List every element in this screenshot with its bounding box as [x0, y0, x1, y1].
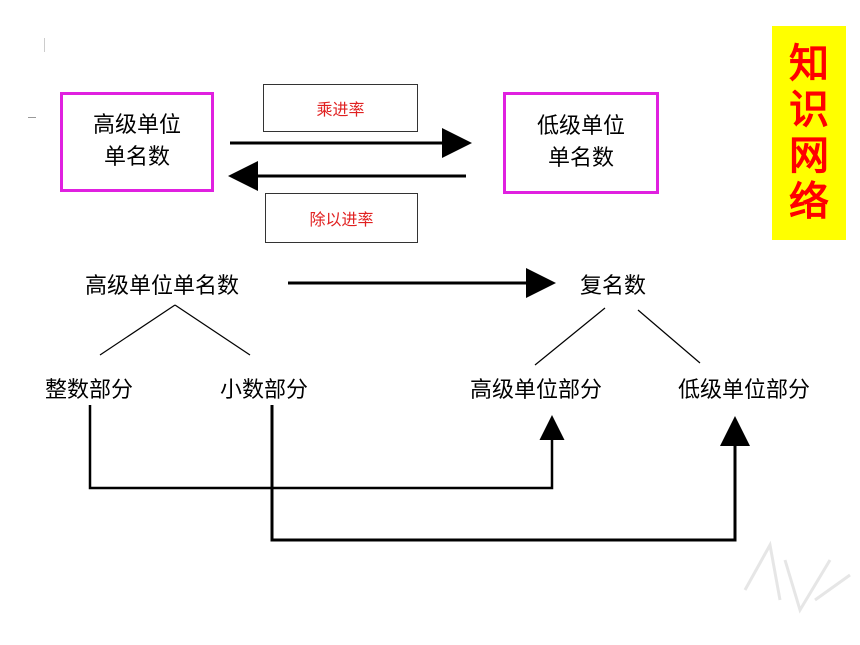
low-unit-box-line2: 单名数: [547, 146, 614, 171]
knowledge-network-badge: 知 识 网 络: [772, 26, 846, 240]
low-unit-box-line1: 低级单位: [536, 114, 625, 139]
branch-line-integer: [99, 304, 176, 356]
integer-to-high-connector: [88, 405, 565, 490]
branch-line-low: [637, 309, 701, 364]
high-unit-single-box: 高级单位 单名数: [60, 92, 214, 192]
decimal-part-label: 小数部分: [220, 378, 309, 403]
low-unit-part-label: 低级单位部分: [678, 378, 811, 403]
source-label: 高级单位单名数: [85, 274, 240, 299]
badge-char-4: 络: [789, 179, 829, 225]
badge-char-3: 网: [789, 133, 829, 179]
badge-char-1: 知: [789, 41, 829, 87]
left-edge-dash: [28, 117, 36, 118]
watermark-strokes: [743, 540, 851, 614]
high-unit-part-label: 高级单位部分: [470, 378, 603, 403]
multiply-rate-label: 乘进率: [316, 100, 365, 119]
badge-char-2: 识: [789, 87, 829, 133]
multiply-rate-box: 乘进率: [263, 84, 418, 132]
divide-rate-label: 除以进率: [309, 210, 374, 229]
high-unit-box-line1: 高级单位: [92, 113, 181, 138]
target-label: 复名数: [580, 274, 647, 299]
decimal-to-low-connector: [270, 405, 750, 542]
branch-line-decimal: [174, 304, 251, 356]
left-edge-mark: [44, 38, 45, 52]
high-unit-box-line2: 单名数: [103, 145, 170, 170]
divide-rate-box: 除以进率: [265, 193, 418, 243]
integer-part-label: 整数部分: [45, 378, 134, 403]
branch-line-high: [534, 307, 606, 366]
low-unit-single-box: 低级单位 单名数: [503, 92, 659, 194]
